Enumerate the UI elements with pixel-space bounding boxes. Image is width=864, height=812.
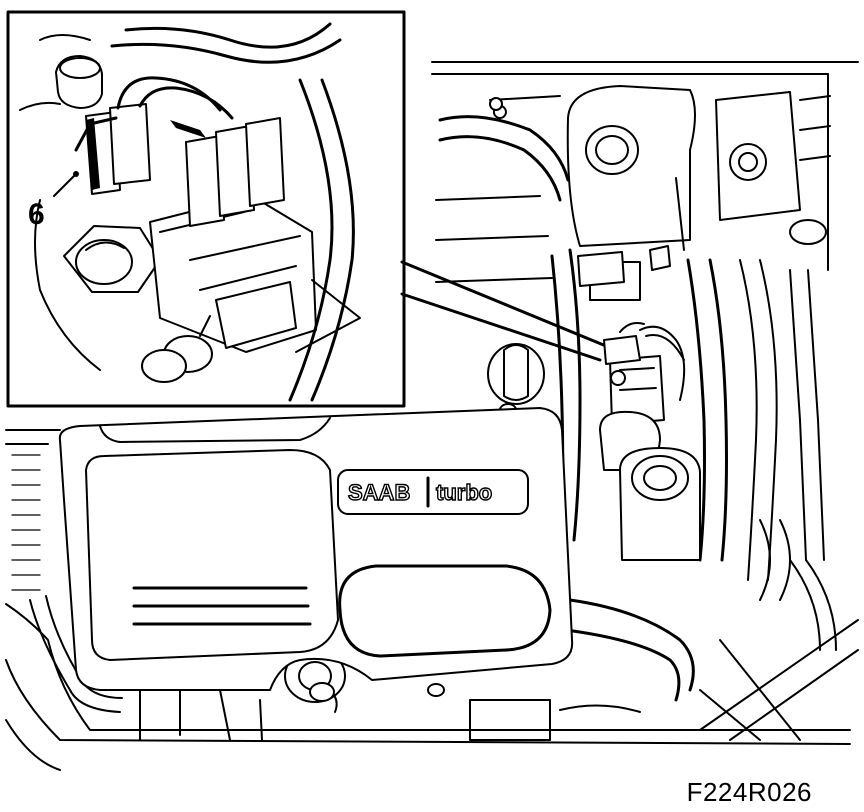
callout-number: 6 <box>28 198 45 231</box>
badge-model-text: turbo <box>436 480 492 505</box>
leader-arrow <box>400 260 645 365</box>
badge-brand-text: SAAB <box>348 480 410 505</box>
detail-inset <box>6 10 406 408</box>
saab-badge <box>337 469 529 515</box>
figure-code: F224R026 <box>686 777 812 807</box>
engine-cover <box>58 407 574 691</box>
